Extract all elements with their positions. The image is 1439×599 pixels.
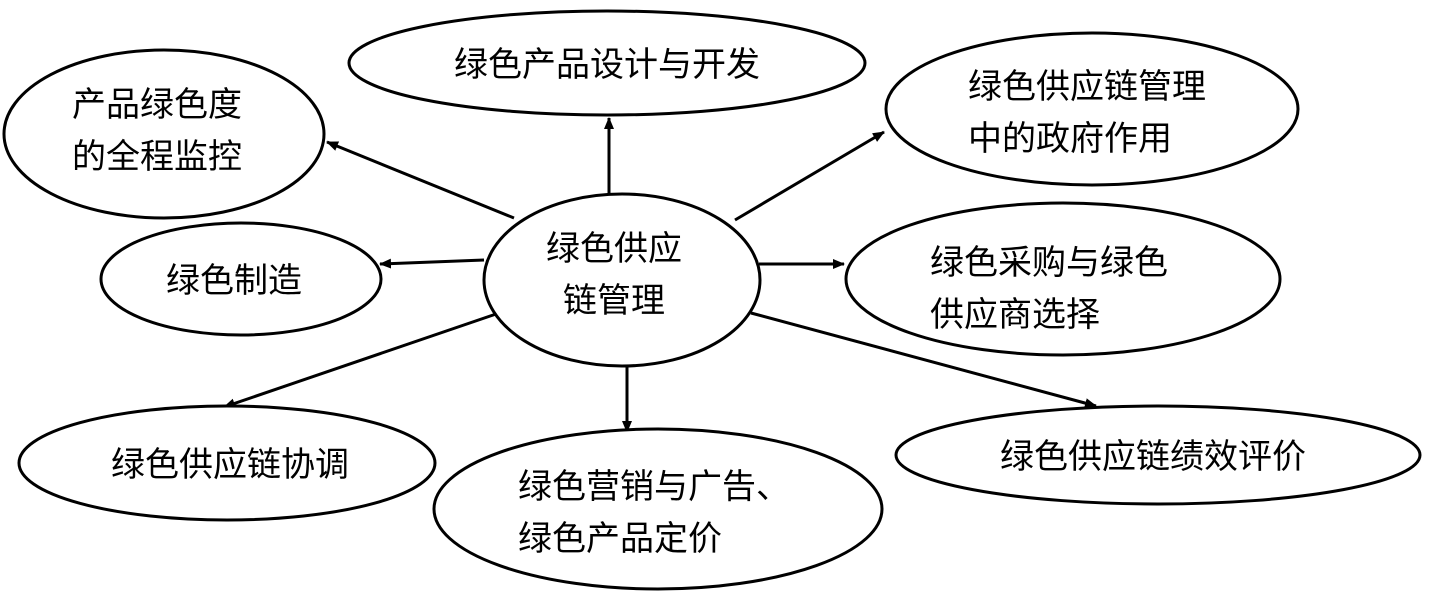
node-evaluation: 绿色供应链绩效评价: [894, 404, 1422, 506]
diagram-edges: [223, 117, 1097, 433]
node-procurement: 绿色采购与绿色 供应商选择: [844, 201, 1282, 357]
node-procurement-label-line1: 绿色采购与绿色: [930, 243, 1168, 283]
arrow-center-to-manufacture: [379, 258, 485, 269]
node-manufacture: 绿色制造: [99, 221, 383, 337]
node-evaluation-ellipse: [894, 404, 1422, 506]
node-monitor: 产品绿色度 的全程监控: [2, 48, 326, 220]
node-design-ellipse: [347, 9, 867, 117]
node-design-label: 绿色产品设计与开发: [454, 45, 760, 85]
node-monitor-label-line2: 的全程监控: [72, 137, 242, 177]
node-government-label-line2: 中的政府作用: [968, 119, 1172, 159]
node-coordination-ellipse: [17, 404, 437, 522]
arrow-center-to-coordination: [223, 311, 500, 409]
node-procurement-label-line2: 供应商选择: [930, 295, 1100, 335]
node-design: 绿色产品设计与开发: [347, 9, 867, 117]
node-center-ellipse: [482, 192, 762, 368]
node-evaluation-label: 绿色供应链绩效评价: [1000, 437, 1306, 477]
node-government-label-line1: 绿色供应链管理: [968, 67, 1206, 107]
node-monitor-label-line1: 产品绿色度: [72, 85, 242, 125]
node-procurement-ellipse: [844, 201, 1282, 357]
node-manufacture-label: 绿色制造: [166, 261, 302, 301]
node-marketing-ellipse: [432, 427, 884, 591]
arrow-center-to-monitor: [326, 140, 515, 220]
node-government: 绿色供应链管理 中的政府作用: [884, 31, 1300, 187]
node-coordination-label: 绿色供应链协调: [111, 445, 349, 485]
arrow-center-to-government: [734, 130, 885, 222]
node-manufacture-ellipse: [99, 221, 383, 337]
node-marketing: 绿色营销与广告、 绿色产品定价: [432, 427, 884, 591]
node-center: 绿色供应 链管理: [482, 192, 762, 368]
node-center-label-line1: 绿色供应: [546, 229, 682, 269]
node-government-ellipse: [884, 31, 1300, 187]
node-coordination: 绿色供应链协调: [17, 404, 437, 522]
node-marketing-label-line1: 绿色营销与广告、: [518, 467, 790, 507]
node-center-label-line2: 链管理: [563, 281, 665, 321]
arrow-center-to-evaluation: [750, 311, 1097, 408]
node-marketing-label-line2: 绿色产品定价: [518, 519, 722, 559]
node-monitor-ellipse: [2, 48, 326, 220]
